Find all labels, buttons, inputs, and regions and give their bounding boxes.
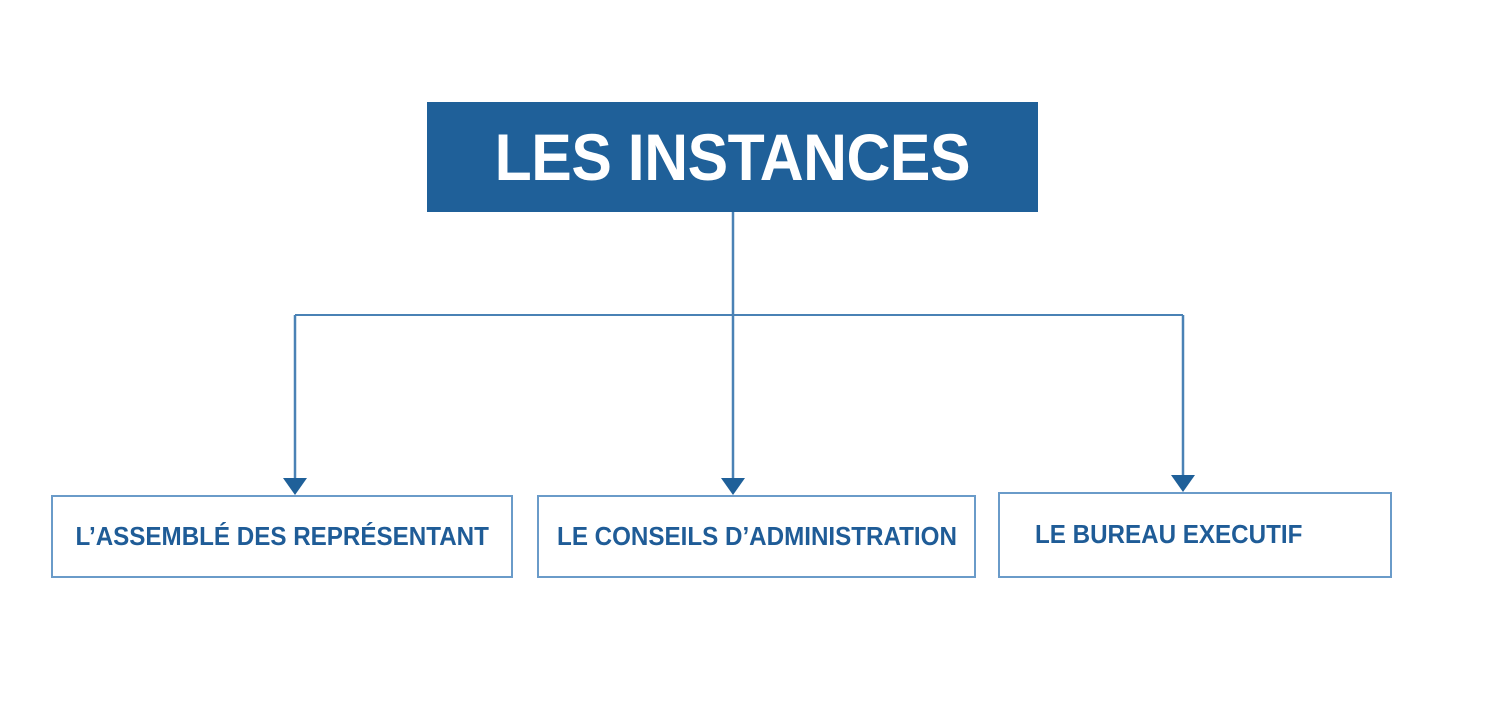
- child-node-label: LE CONSEILS D’ADMINISTRATION: [556, 520, 957, 551]
- child-node-label: LE BUREAU EXECUTIF: [1035, 519, 1303, 550]
- arrowhead-left: [283, 478, 307, 495]
- root-node-label: LES INSTANCES: [494, 120, 971, 194]
- child-node-label: L’ASSEMBLÉ DES REPRÉSENTANT: [75, 520, 489, 551]
- child-node-conseils-administration: LE CONSEILS D’ADMINISTRATION: [537, 495, 976, 578]
- arrowhead-center: [721, 478, 745, 495]
- child-node-bureau-executif: LE BUREAU EXECUTIF: [998, 492, 1392, 578]
- arrowhead-right: [1171, 475, 1195, 492]
- root-node-les-instances: LES INSTANCES: [427, 102, 1038, 212]
- child-node-assemblee-des-representant: L’ASSEMBLÉ DES REPRÉSENTANT: [51, 495, 513, 578]
